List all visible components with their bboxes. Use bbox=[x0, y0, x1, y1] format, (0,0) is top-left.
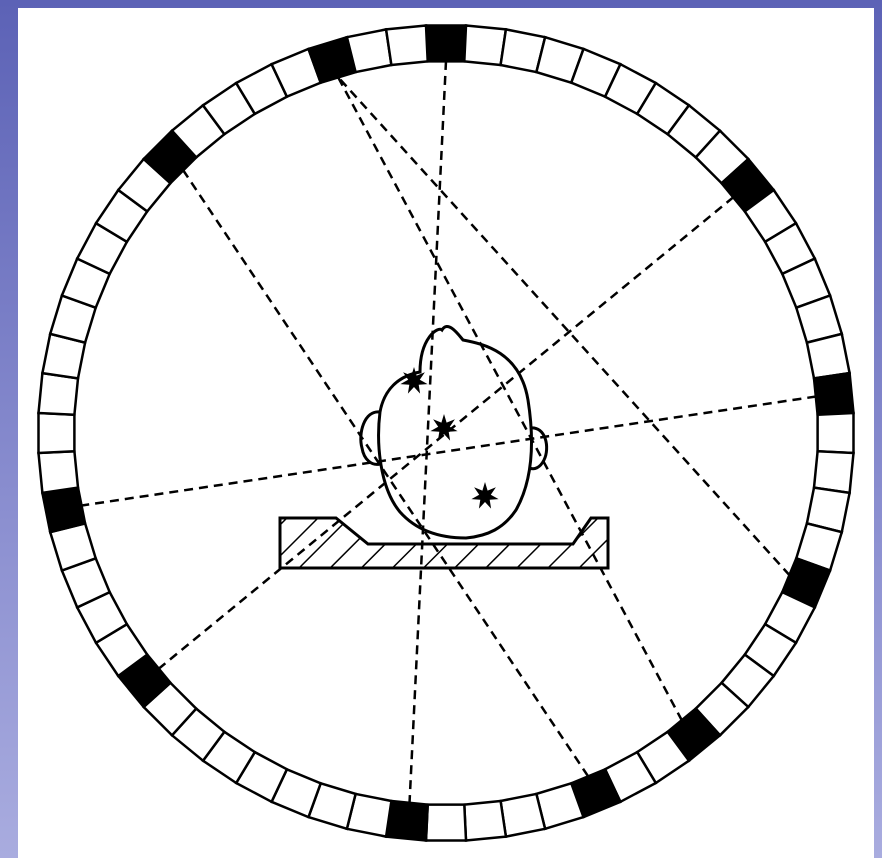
detector-segment bbox=[807, 334, 850, 379]
coincidence-line-2 bbox=[81, 397, 816, 506]
detector-segment-active bbox=[386, 801, 428, 841]
patient-head bbox=[361, 327, 547, 539]
annihilation-event-star-icon bbox=[471, 482, 498, 509]
detector-segment bbox=[426, 805, 466, 841]
detector-segment bbox=[39, 413, 75, 453]
detector-segment-active bbox=[426, 26, 466, 62]
detector-segment bbox=[814, 451, 854, 493]
head-outline bbox=[379, 327, 532, 539]
coincidence-line-6 bbox=[338, 77, 682, 721]
diagram-panel bbox=[18, 8, 874, 858]
detector-segment bbox=[386, 26, 428, 66]
detector-segment bbox=[39, 451, 79, 493]
bed-body bbox=[280, 518, 608, 568]
annihilation-events bbox=[400, 367, 498, 509]
detector-segment bbox=[818, 413, 854, 453]
detector-segment bbox=[464, 26, 506, 66]
pet-scanner-diagram bbox=[18, 8, 874, 858]
detector-segment bbox=[501, 794, 545, 837]
detector-segment-active bbox=[42, 488, 85, 532]
detector-segment bbox=[464, 801, 506, 841]
detector-segment bbox=[39, 373, 79, 415]
patient-bed bbox=[280, 518, 608, 568]
annihilation-event-star-icon bbox=[400, 367, 427, 394]
detector-segment-active bbox=[814, 373, 854, 415]
detector-segment bbox=[347, 29, 392, 72]
